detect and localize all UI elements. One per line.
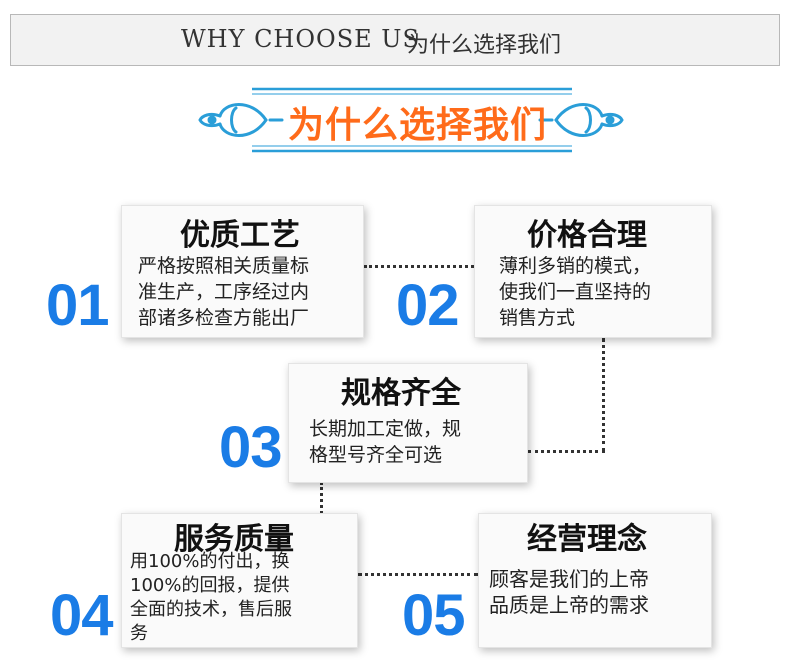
feature-number-05: 05	[402, 583, 466, 648]
feature-card-01: 优质工艺 严格按照相关质量标 准生产，工序经过内 部诸多检查方能出厂	[121, 205, 364, 338]
header-title-en: WHY CHOOSE US	[181, 25, 420, 53]
right-flourish-icon	[538, 103, 624, 137]
connector-02-03-vertical	[602, 338, 605, 452]
feature-title: 价格合理	[527, 218, 647, 253]
feature-card-05: 经营理念 顾客是我们的上帝 品质是上帝的需求	[478, 513, 712, 648]
feature-card-04: 服务质量 用100%的付出，换 100%的回报，提供 全面的技术，售后服 务	[121, 513, 358, 648]
header-title-cn: 为什么选择我们	[407, 33, 562, 58]
left-flourish-icon	[198, 103, 284, 137]
feature-text: 薄利多销的模式， 使我们一直坚持的 销售方式	[499, 255, 652, 329]
connector-02-03-horizontal	[528, 450, 605, 453]
feature-title: 优质工艺	[180, 218, 300, 253]
feature-text: 用100%的付出，换 100%的回报，提供 全面的技术，售后服 务	[130, 551, 292, 644]
header-bar: WHY CHOOSE US 为什么选择我们	[10, 14, 780, 66]
feature-card-02: 价格合理 薄利多销的模式， 使我们一直坚持的 销售方式	[474, 205, 712, 338]
feature-title: 规格齐全	[341, 376, 461, 411]
connector-03-04	[320, 482, 323, 514]
feature-title: 经营理念	[527, 522, 647, 557]
connector-04-05	[358, 573, 478, 576]
feature-text: 严格按照相关质量标 准生产，工序经过内 部诸多检查方能出厂	[138, 255, 310, 329]
feature-number-03: 03	[219, 415, 283, 480]
feature-number-04: 04	[50, 583, 114, 648]
feature-number-01: 01	[46, 273, 110, 338]
feature-number-02: 02	[396, 273, 460, 338]
feature-card-03: 规格齐全 长期加工定做，规 格型号齐全可选	[288, 363, 528, 483]
connector-01-02	[364, 265, 474, 268]
banner-title: 为什么选择我们	[288, 105, 548, 146]
feature-title: 服务质量	[174, 522, 294, 557]
banner-ornament	[198, 87, 624, 153]
feature-text: 长期加工定做，规 格型号齐全可选	[309, 418, 462, 466]
feature-text: 顾客是我们的上帝 品质是上帝的需求	[489, 567, 649, 617]
